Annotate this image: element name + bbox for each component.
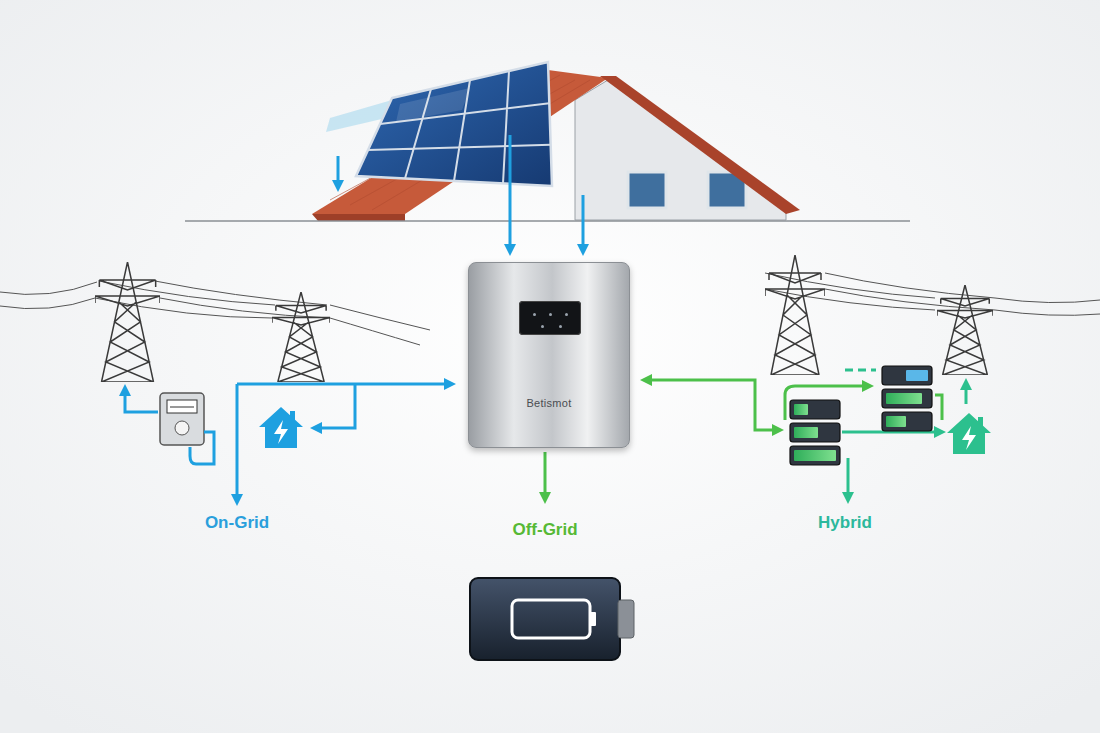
brand-name: Betismot — [526, 397, 571, 409]
screen-dot — [541, 325, 544, 328]
mode-label: On-Grid — [205, 513, 269, 533]
screen-dot — [533, 313, 536, 316]
mode-label: Hybrid — [818, 513, 872, 533]
mode-label: Off-Grid — [512, 520, 577, 540]
screen-dot — [549, 313, 552, 316]
screen-dot — [559, 325, 562, 328]
display-screen — [519, 301, 581, 335]
screen-dot — [565, 313, 568, 316]
inverter-box: Betismot — [468, 262, 630, 448]
